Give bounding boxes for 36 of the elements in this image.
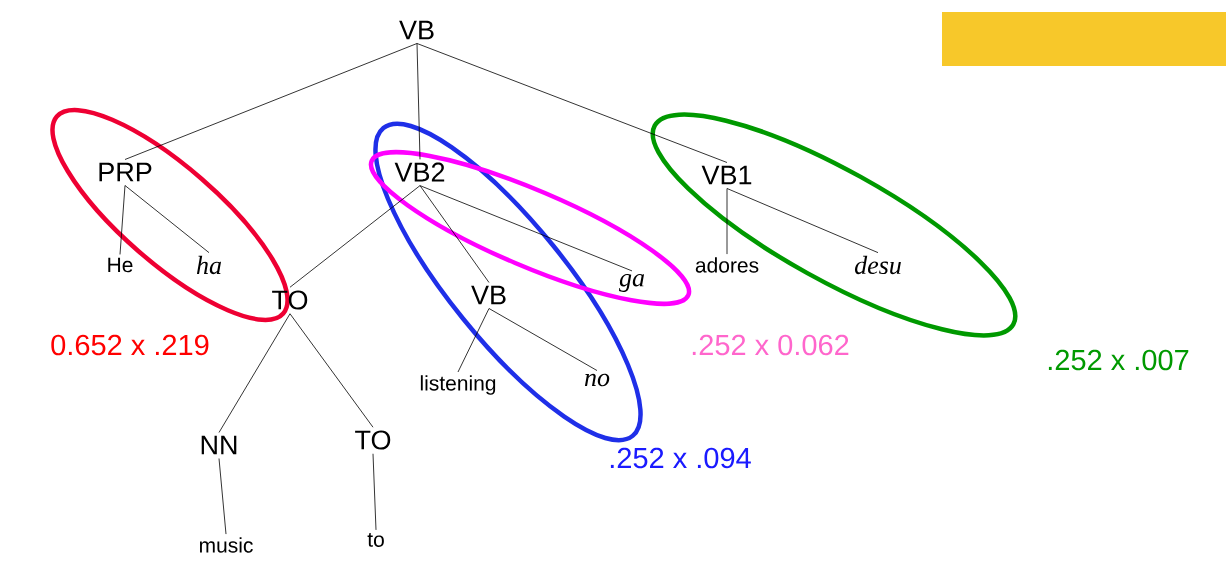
tree-category: VB2 (394, 162, 445, 182)
tree-category: NN (201, 435, 237, 455)
probability-label: .252 x .007 (1048, 349, 1189, 371)
tree-word: ha (196, 255, 222, 275)
tree-branch (289, 313, 374, 428)
tree-word: He (108, 257, 133, 273)
tree-branch (416, 43, 421, 160)
tree-branch (726, 188, 728, 255)
tree-word: ga (619, 274, 645, 292)
tree-branch (488, 308, 598, 371)
tree-branch (419, 185, 633, 272)
tree-word: no (584, 373, 610, 387)
tree-category: VB (471, 285, 506, 305)
tree-branch (726, 188, 879, 254)
tree-category: VB1 (701, 165, 752, 185)
tree-category: PRP (99, 162, 152, 182)
tree-word: listening (420, 375, 496, 395)
tree-category: VB (399, 20, 434, 40)
tree-word: adores (695, 257, 759, 273)
tree-branch (289, 185, 421, 288)
tree-branch (124, 43, 418, 160)
probability-label: .252 x 0.062 (692, 334, 849, 356)
tree-word: to (367, 533, 384, 547)
tree-branch (416, 43, 728, 163)
tree-branch (372, 453, 377, 531)
tree-category: TO (355, 430, 391, 450)
tree-branch (124, 185, 210, 254)
probability-label: .252 x .094 (610, 447, 751, 469)
tree-word: music (200, 537, 253, 553)
probability-label: 0.652 x .219 (51, 334, 209, 356)
tree-branch (419, 185, 490, 283)
tree-branch (119, 185, 126, 255)
tree-word: desu (854, 255, 901, 275)
tree-branch (457, 308, 490, 373)
tree-branch (218, 313, 291, 433)
tree-branch (218, 458, 227, 535)
